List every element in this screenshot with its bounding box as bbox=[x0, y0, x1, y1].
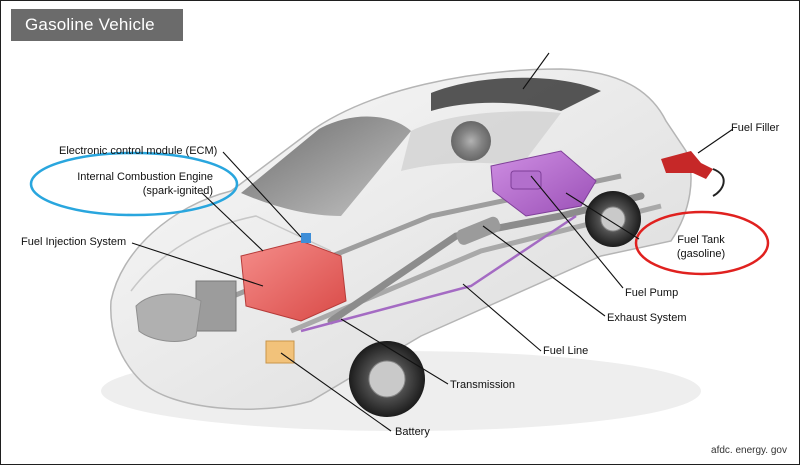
ecm-module bbox=[301, 233, 311, 243]
ice-label: Internal Combustion Engine (spark-ignite… bbox=[53, 170, 213, 198]
leader-fuel-tank bbox=[565, 192, 640, 240]
fuel-line bbox=[300, 214, 577, 333]
leader-fuel-filler bbox=[697, 128, 734, 154]
leader-fuel-injection bbox=[131, 242, 264, 287]
leader-lines bbox=[131, 52, 734, 432]
title-bar: Gasoline Vehicle bbox=[11, 9, 183, 41]
radiator bbox=[195, 280, 237, 332]
rear-left-wheel bbox=[451, 121, 491, 161]
engine-highlight-ellipse bbox=[29, 151, 239, 217]
fuel-tank-label-line1: Fuel Tank bbox=[677, 234, 725, 246]
rear-window bbox=[431, 77, 601, 111]
diagram-title: Gasoline Vehicle bbox=[25, 15, 155, 34]
windshield bbox=[241, 116, 411, 216]
fuel-injection-label: Fuel Injection System bbox=[21, 236, 127, 248]
hood-line bbox=[130, 215, 332, 292]
leader-fuel-line bbox=[462, 283, 542, 352]
fuel-tank-shape bbox=[490, 150, 597, 217]
fuel-tank-label-line2: (gasoline) bbox=[676, 248, 726, 260]
ice-label-line1: Internal Combustion Engine bbox=[77, 171, 213, 183]
ecm-label: Electronic control module (ECM) bbox=[59, 145, 218, 157]
fuel-pump-label: Fuel Pump bbox=[625, 287, 679, 299]
fuel-pump-shape bbox=[510, 170, 542, 190]
leader-engine bbox=[201, 192, 264, 252]
fuel-filler-label: Fuel Filler bbox=[731, 122, 780, 134]
fuel-nozzle bbox=[661, 151, 713, 179]
battery-label: Battery bbox=[395, 426, 430, 438]
rear-wheel-hub bbox=[600, 206, 626, 232]
exhaust-label: Exhaust System bbox=[607, 312, 687, 324]
front-grille bbox=[135, 293, 202, 342]
leader-fuel-pump bbox=[530, 175, 624, 289]
leader-exhaust bbox=[482, 225, 606, 317]
tank-highlight-ellipse bbox=[634, 210, 770, 276]
leader-ecm bbox=[222, 151, 302, 238]
fuel-hose bbox=[712, 168, 725, 197]
transmission-label: Transmission bbox=[450, 379, 515, 391]
credit-text: afdc. energy. gov bbox=[711, 445, 787, 456]
leader-battery bbox=[280, 352, 392, 432]
muffler bbox=[456, 216, 501, 245]
leader-transmission bbox=[340, 318, 449, 385]
front-wheel-hub bbox=[368, 360, 406, 398]
ice-label-line2: (spark-ignited) bbox=[142, 185, 213, 197]
fuel-line-label: Fuel Line bbox=[543, 345, 589, 357]
fuel-tank-label: Fuel Tank (gasoline) bbox=[661, 233, 741, 261]
leader-top bbox=[522, 52, 550, 90]
